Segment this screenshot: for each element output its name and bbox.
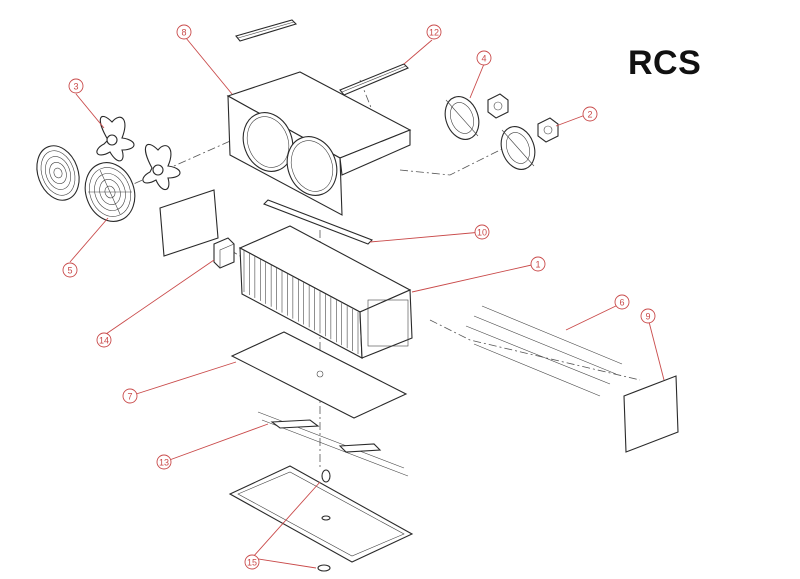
coil-top-rail <box>263 199 373 245</box>
callout-4: 4 <box>476 50 492 66</box>
callout-label: 14 <box>99 336 109 346</box>
callout-label: 2 <box>587 110 592 120</box>
callout-1: 1 <box>530 256 546 272</box>
drip-tray <box>228 465 414 572</box>
callout-8: 8 <box>176 24 192 40</box>
callout-label: 7 <box>127 392 132 402</box>
callout-label: 15 <box>247 558 257 568</box>
callout-label: 5 <box>67 266 72 276</box>
callout-9: 9 <box>640 308 656 324</box>
end-panel <box>623 375 679 453</box>
evaporator-coil <box>238 225 413 359</box>
fan-ring-lower <box>500 126 536 170</box>
leader-lines <box>69 37 665 569</box>
drip-tray-heater <box>257 411 409 477</box>
fan-motor-lower <box>537 117 559 143</box>
callout-label: 10 <box>477 228 487 238</box>
callout-label: 1 <box>535 260 540 270</box>
callout-14: 14 <box>96 332 112 348</box>
callout-7: 7 <box>122 388 138 404</box>
fan-housing <box>226 71 412 216</box>
top-rail-right <box>339 63 409 96</box>
callout-label: 13 <box>159 458 169 468</box>
callout-2: 2 <box>582 106 598 122</box>
side-cover-panel <box>159 189 219 257</box>
callout-label: 6 <box>619 298 624 308</box>
top-rail-left <box>235 19 298 42</box>
callout-label: 8 <box>181 28 186 38</box>
fan-blade-upper <box>96 116 135 162</box>
junction-box <box>213 237 235 269</box>
callout-15: 15 <box>244 554 260 570</box>
defrost-heater-rods <box>465 305 623 397</box>
fan-guard-front <box>84 162 136 222</box>
fan-guard-rear <box>36 145 80 201</box>
fan-blade-lower <box>142 144 181 191</box>
callout-6: 6 <box>614 294 630 310</box>
callout-label: 3 <box>73 82 78 92</box>
callout-label: 4 <box>481 54 486 64</box>
callout-5: 5 <box>62 262 78 278</box>
callout-label: 12 <box>429 28 439 38</box>
callout-10: 10 <box>474 224 490 240</box>
fan-ring-upper <box>444 96 480 140</box>
callout-13: 13 <box>156 454 172 470</box>
callout-3: 3 <box>68 78 84 94</box>
callout-12: 12 <box>426 24 442 40</box>
coil-fins <box>243 250 359 354</box>
fan-motor-upper <box>487 93 509 119</box>
callout-label: 9 <box>645 312 650 322</box>
diagram-title: RCS <box>628 44 702 82</box>
base-plate <box>230 331 408 419</box>
